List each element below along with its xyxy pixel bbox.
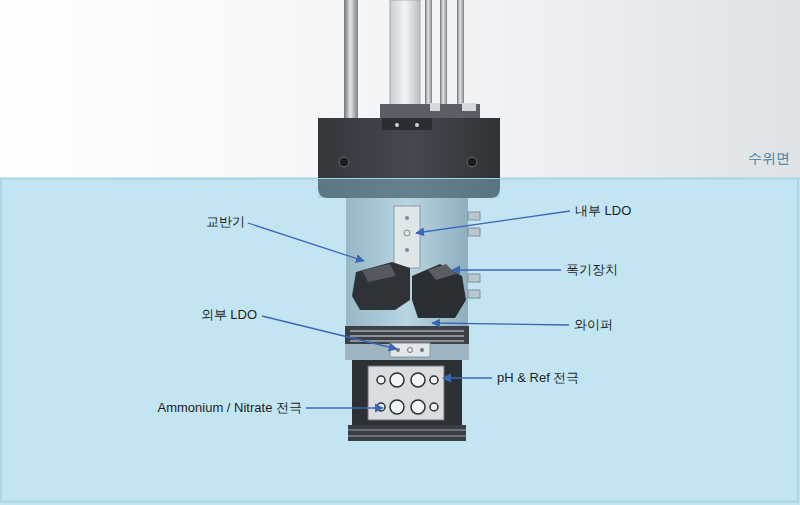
- inner-ldo-sensor: [394, 206, 420, 268]
- stirrer-blade: [362, 264, 396, 282]
- part-label: 내부 LDO: [575, 203, 631, 219]
- screw: [405, 248, 409, 252]
- electrode-panel: [368, 366, 444, 420]
- part-label: 외부 LDO: [201, 307, 257, 323]
- electrode-body: [352, 360, 462, 426]
- lower-housing: [345, 344, 469, 360]
- wiper-grill: [350, 330, 464, 342]
- fitting: [468, 228, 480, 236]
- screw: [395, 123, 399, 127]
- water-background: [0, 178, 800, 505]
- water-surface-line: [0, 178, 800, 179]
- screw: [420, 348, 424, 352]
- stirrer: [352, 262, 410, 310]
- support-rod: [457, 0, 464, 110]
- threaded-end: [348, 425, 466, 441]
- sensor-spot: [404, 230, 410, 236]
- screw: [405, 216, 409, 220]
- rod-clamp: [380, 104, 480, 120]
- water-border: [1, 179, 798, 502]
- fitting: [468, 290, 480, 298]
- aerator-top: [428, 264, 456, 280]
- support-rod: [390, 0, 420, 120]
- screw: [467, 157, 477, 167]
- part-label: 교반기: [206, 214, 245, 230]
- support-rod: [425, 0, 432, 120]
- probe-head-top: [382, 118, 432, 130]
- water-level-label: 수위면: [748, 150, 790, 166]
- transparent-housing: [346, 198, 468, 330]
- support-rod: [344, 0, 358, 120]
- electrodes: [377, 373, 438, 414]
- support-rod: [440, 0, 447, 120]
- thread-lines: [348, 429, 466, 437]
- part-label: pH & Ref 전극: [497, 370, 579, 386]
- sensor-spot: [408, 348, 413, 353]
- water-overlay: [318, 178, 500, 198]
- part-label: 폭기장치: [566, 262, 618, 278]
- part-label: Ammonium / Nitrate 전극: [158, 400, 302, 416]
- rod-clamp: [462, 103, 476, 111]
- fitting: [468, 212, 480, 220]
- outer-ldo-sensor: [390, 343, 430, 357]
- fitting: [468, 274, 480, 282]
- aerator: [412, 264, 466, 318]
- part-label: 와이퍼: [574, 317, 613, 333]
- screw: [415, 123, 419, 127]
- probe-head: [318, 118, 500, 198]
- rod-clamp: [430, 103, 440, 111]
- screw: [339, 157, 349, 167]
